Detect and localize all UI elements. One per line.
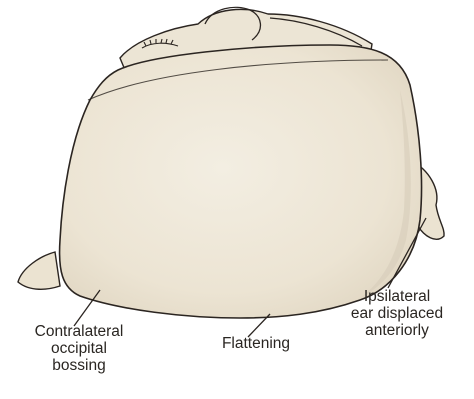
label-line: bossing <box>4 357 154 374</box>
label-line: occipital <box>4 340 154 357</box>
label-line: ear displaced <box>322 305 472 322</box>
label-line: Contralateral <box>4 323 154 340</box>
label-line: anteriorly <box>322 322 472 339</box>
ear-left <box>18 252 60 289</box>
label-line: Flattening <box>201 335 311 352</box>
label-flattening: Flattening <box>201 335 311 352</box>
label-line: Ipsilateral <box>322 288 472 305</box>
label-contralateral-occipital-bossing: Contralateral occipital bossing <box>4 323 154 374</box>
label-ipsilateral-ear-displaced: Ipsilateral ear displaced anteriorly <box>322 288 472 339</box>
skull-outline <box>60 45 422 318</box>
